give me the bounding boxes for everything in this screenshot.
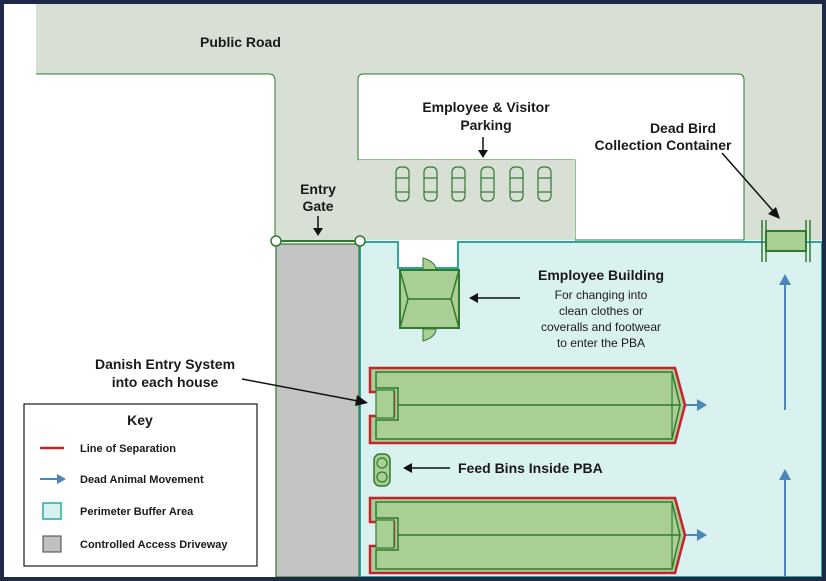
employee-building-desc-3: coveralls and footwear: [541, 320, 661, 334]
poultry-house-2: [368, 496, 687, 575]
car-icon: [537, 166, 552, 202]
parked-cars: [395, 166, 552, 202]
legend-title: Key: [127, 412, 153, 428]
employee-building-desc-2: clean clothes or: [559, 304, 643, 318]
legend-dead-animal-movement-icon: [40, 474, 66, 484]
car-icon: [423, 166, 438, 202]
car-icon: [395, 166, 410, 202]
poultry-house-1: [368, 366, 687, 445]
employee-building-title: Employee Building: [538, 267, 664, 283]
employee-building-desc-1: For changing into: [555, 288, 648, 302]
dead-bird-container: [761, 220, 811, 262]
legend-item-label: Dead Animal Movement: [80, 474, 204, 486]
danish-entry-room: [375, 389, 395, 419]
controlled-access-driveway: [275, 243, 360, 578]
dead-bird-label-line-1: Dead Bird: [650, 120, 716, 136]
feed-bins: [373, 453, 391, 487]
dead-animal-movement-arrows: [686, 274, 791, 577]
feed-bins-label: Feed Bins Inside PBA: [458, 460, 603, 476]
public-road-label: Public Road: [200, 34, 281, 50]
parking-lot: [357, 73, 745, 241]
employee-building-desc-4: to enter the PBA: [557, 336, 645, 350]
gate-post-left: [270, 235, 282, 247]
danish-entry-label-line-1: Danish Entry System: [95, 356, 235, 372]
legend-item-label: Controlled Access Driveway: [80, 539, 228, 551]
legend-driveway-swatch: [42, 535, 62, 553]
legend: Key Line of Separation Dead Animal Movem…: [23, 403, 258, 567]
car-icon: [451, 166, 466, 202]
car-icon: [509, 166, 524, 202]
legend-item-label: Line of Separation: [80, 443, 176, 455]
gate-post-right: [354, 235, 366, 247]
legend-item-label: Perimeter Buffer Area: [80, 506, 194, 518]
danish-entry-room: [375, 519, 395, 549]
parking-label-line-2: Parking: [460, 117, 511, 133]
employee-building: [399, 257, 460, 342]
legend-perimeter-buffer-swatch: [42, 502, 62, 520]
callout-arrows: [241, 137, 780, 473]
car-icon: [480, 166, 495, 202]
public-road: [4, 4, 822, 240]
entry-gate-label-line-2: Gate: [302, 198, 333, 214]
dead-bird-label-line-2: Collection Container: [595, 137, 732, 153]
entry-gate-label-line-1: Entry: [300, 181, 336, 197]
danish-entry-label-line-2: into each house: [112, 374, 219, 390]
parking-label-line-1: Employee & Visitor: [422, 99, 550, 115]
